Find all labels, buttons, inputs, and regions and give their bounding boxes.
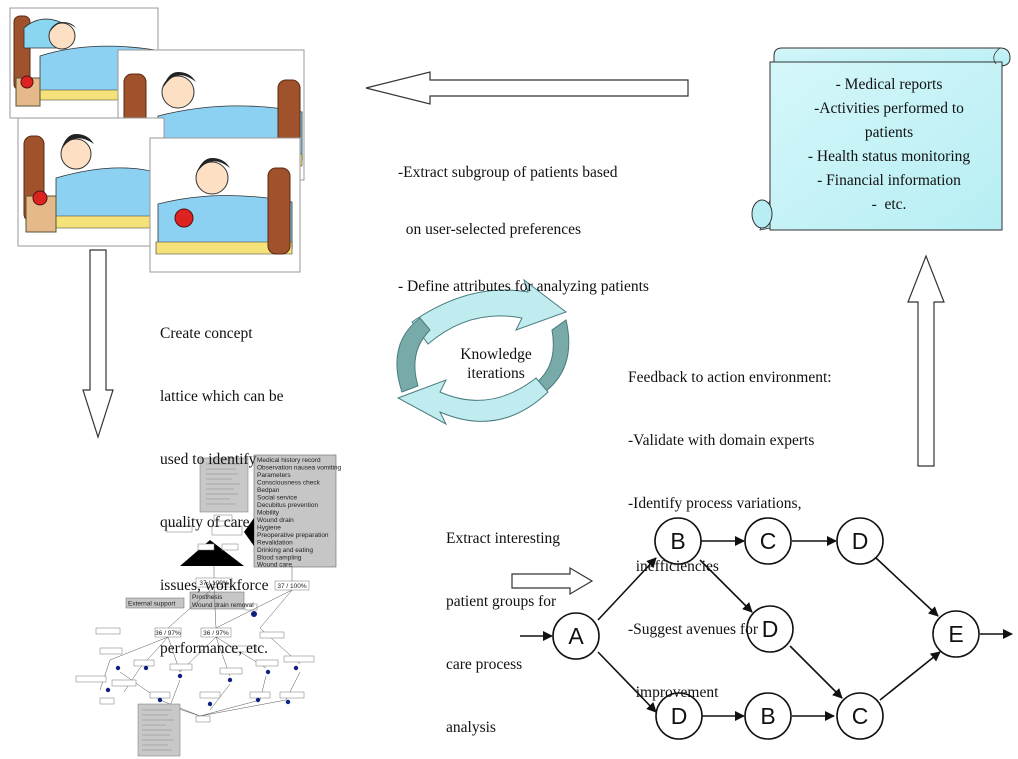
svg-text:37 / 100%: 37 / 100% xyxy=(277,583,306,590)
svg-text:Wound drain removal: Wound drain removal xyxy=(192,602,254,609)
svg-text:Observation nausea vomiting: Observation nausea vomiting xyxy=(257,465,342,472)
scroll-content: - Medical reports -Activities performed … xyxy=(776,73,1002,217)
node-d-top-label: D xyxy=(852,528,869,554)
scroll-line: - etc. xyxy=(871,196,907,213)
info-scroll xyxy=(751,47,1011,231)
node-e xyxy=(932,610,980,658)
node-d-top xyxy=(836,517,884,565)
concept-lattice-line: performance, etc. xyxy=(160,640,269,657)
concept-lattice-line: issues, workforce xyxy=(160,577,269,594)
concept-lattice-line: Create concept xyxy=(160,325,253,342)
svg-text:External support: External support xyxy=(128,601,176,608)
patient-card-3 xyxy=(17,117,165,247)
svg-text:Medical history record: Medical history record xyxy=(257,457,321,464)
patient-card-4 xyxy=(149,137,301,273)
concept-lattice-figure: Medical history record Observation nause… xyxy=(75,454,342,757)
svg-text:Mobility: Mobility xyxy=(257,510,280,517)
feedback-line: -Validate with domain experts xyxy=(628,432,815,449)
svg-text:Social service: Social service xyxy=(257,495,297,502)
svg-text:Consciousness check: Consciousness check xyxy=(257,480,321,487)
feedback-line: -Identify process variations, xyxy=(628,495,802,512)
svg-text:Drinking and eating: Drinking and eating xyxy=(257,547,313,554)
svg-text:Preoperative preparation: Preoperative preparation xyxy=(257,532,329,539)
arrow-left-hollow xyxy=(365,71,689,105)
node-b-bottom xyxy=(744,692,792,740)
concept-lattice-line: used to identify xyxy=(160,451,257,468)
extract-groups-line: analysis xyxy=(446,719,496,736)
svg-text:Wound drain: Wound drain xyxy=(257,517,294,524)
knowledge-cycle xyxy=(396,278,570,426)
feedback-text: Feedback to action environment: -Validat… xyxy=(628,325,832,724)
svg-text:Hygiene: Hygiene xyxy=(257,525,281,532)
svg-text:Parameters: Parameters xyxy=(257,472,291,479)
cycle-label-line: iterations xyxy=(467,365,525,382)
extract-subgroup-line: - Define attributes for analyzing patien… xyxy=(398,278,649,295)
svg-text:Blood sampling: Blood sampling xyxy=(257,555,302,562)
node-d-mid xyxy=(746,605,794,653)
node-b-top xyxy=(654,517,702,565)
feedback-line: -Suggest avenues for xyxy=(628,621,758,638)
arrow-down-hollow xyxy=(82,249,114,439)
cycle-label: Knowledge iterations xyxy=(446,345,546,383)
feedback-line: improvement xyxy=(628,684,719,701)
feedback-line: Feedback to action environment: xyxy=(628,369,832,386)
node-e-label: E xyxy=(948,621,963,647)
node-c-top xyxy=(744,517,792,565)
process-graph xyxy=(520,536,1013,721)
svg-text:Bedpan: Bedpan xyxy=(257,487,280,494)
extract-groups-line: Extract interesting xyxy=(446,530,561,547)
arrow-right-hollow-small xyxy=(511,566,594,596)
node-a-label: A xyxy=(568,623,584,649)
svg-text:Prosthesis: Prosthesis xyxy=(192,594,223,601)
node-d-mid-label: D xyxy=(762,616,779,642)
svg-text:37 / 100%: 37 / 100% xyxy=(199,580,228,587)
svg-text:Decubitus prevention: Decubitus prevention xyxy=(257,502,318,509)
patient-images xyxy=(9,7,305,273)
concept-lattice-line: quality of care xyxy=(160,514,250,531)
feedback-line: inefficiencies xyxy=(628,558,719,575)
extract-subgroup-line: on user-selected preferences xyxy=(398,221,582,238)
node-d-bottom-label: D xyxy=(671,703,688,729)
extract-subgroup-text: -Extract subgroup of patients based on u… xyxy=(398,125,649,315)
cycle-label-line: Knowledge xyxy=(460,346,532,363)
scroll-line: - Health status monitoring xyxy=(807,148,971,165)
svg-text:Wound care: Wound care xyxy=(257,562,292,569)
scroll-line: - Medical reports xyxy=(835,76,943,93)
svg-text:Revalidation: Revalidation xyxy=(257,540,293,547)
extract-groups-line: patient groups for xyxy=(446,593,557,610)
node-d-bottom xyxy=(655,692,703,740)
extract-groups-text: Extract interesting patient groups for c… xyxy=(446,486,560,759)
scroll-line: - Financial information xyxy=(817,172,961,189)
node-c-bottom xyxy=(836,692,884,740)
node-b-bottom-label: B xyxy=(760,703,775,729)
svg-text:36 / 97%: 36 / 97% xyxy=(155,630,181,637)
node-c-top-label: C xyxy=(760,528,777,554)
concept-lattice-line: lattice which can be xyxy=(160,388,284,405)
svg-text:36 / 97%: 36 / 97% xyxy=(203,630,229,637)
concept-lattice-text: Create concept lattice which can be used… xyxy=(160,281,284,680)
node-c-bottom-label: C xyxy=(852,703,869,729)
scroll-line: -Activities performed to xyxy=(814,100,964,117)
scroll-line: patients xyxy=(864,124,914,141)
extract-groups-line: care process xyxy=(446,656,523,673)
extract-subgroup-line: -Extract subgroup of patients based xyxy=(398,164,618,181)
arrow-up-hollow xyxy=(907,254,945,467)
node-a xyxy=(552,612,600,660)
node-b-top-label: B xyxy=(670,528,685,554)
